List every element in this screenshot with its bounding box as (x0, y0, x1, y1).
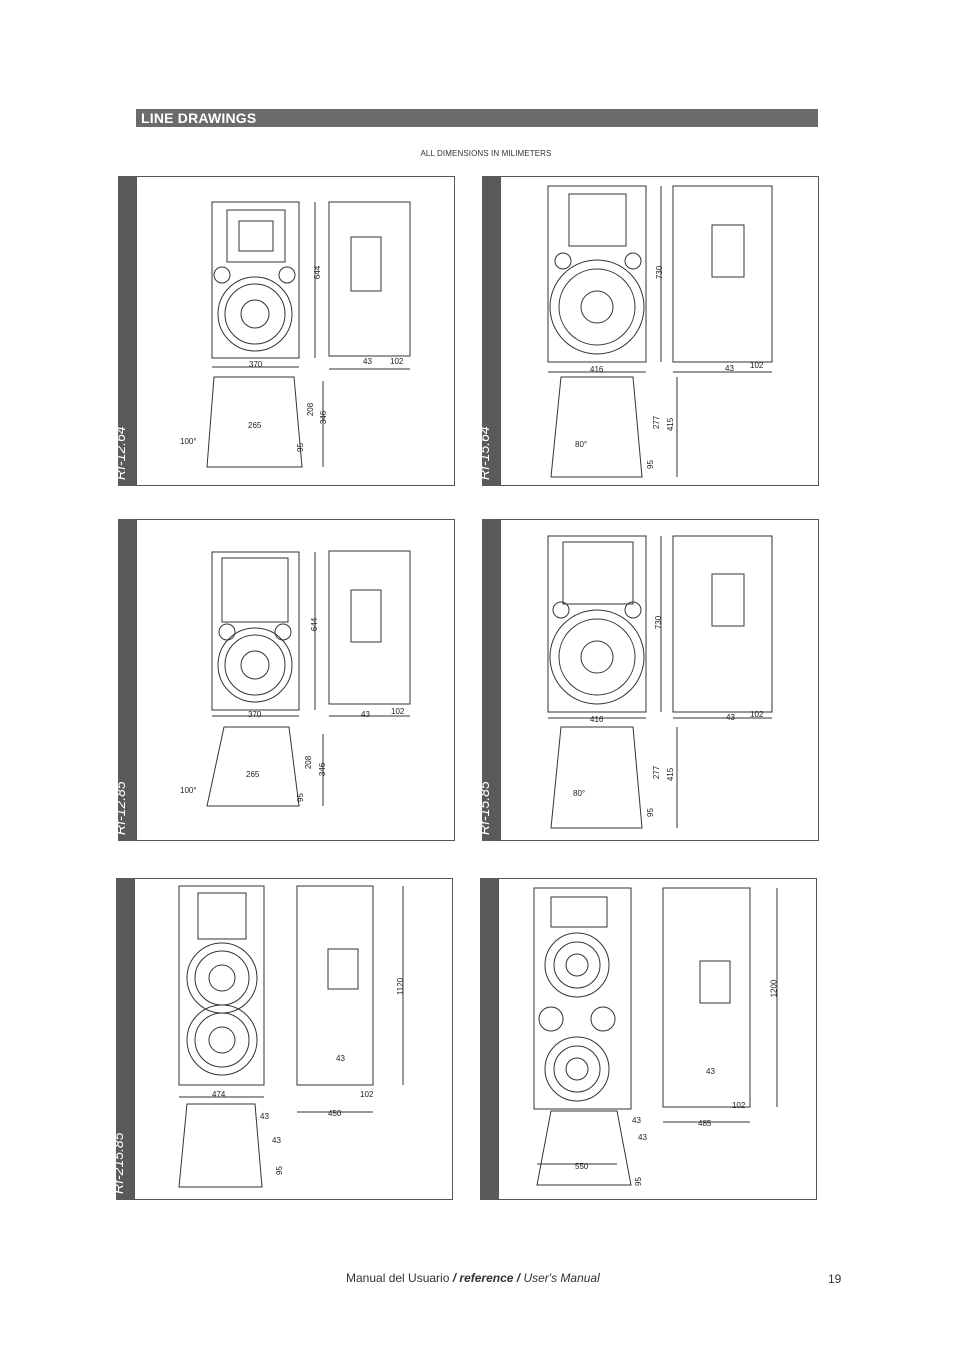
dim-height: 730 (655, 265, 665, 280)
section-title: LINE DRAWINGS (141, 110, 257, 126)
footer-suffix: User's Manual (523, 1271, 600, 1285)
dim-h3: 95 (645, 460, 655, 469)
dim-angle: 100° (180, 786, 197, 795)
dim-depth: 102 (750, 710, 764, 719)
dim-foot: 43 (706, 1067, 715, 1076)
dim-depth: 102 (391, 707, 405, 716)
dim-width: 416 (590, 715, 604, 724)
drawing-panel-rf-215-85 (134, 878, 453, 1200)
dim-h3: 95 (645, 808, 655, 817)
dim-h3: 95 (295, 443, 305, 452)
model-label-bar (480, 878, 499, 1200)
model-label-bar: Rf-12.85 (112, 519, 137, 841)
drawing-panel-rf-12-64 (136, 176, 455, 486)
dim-foot: 43 (726, 713, 735, 722)
dim-depth: 102 (732, 1101, 746, 1110)
dim-h1: 277 (652, 765, 662, 780)
model-label: Rf-15.64 (475, 426, 492, 480)
dim-foot2: 43 (260, 1112, 269, 1121)
dim-h1: 208 (306, 402, 316, 417)
dim-depth: 102 (750, 361, 764, 370)
dim-angle: 80° (573, 789, 586, 798)
dim-h1: 277 (652, 415, 662, 430)
dim-angle: 80° (575, 440, 588, 449)
dimensions-note: ALL DIMENSIONS IN MILIMETERS (420, 149, 552, 158)
dim-base: 450 (328, 1109, 342, 1118)
model-label-bar: Rf-215.85 (110, 878, 135, 1200)
footer-mid: / reference / (449, 1271, 524, 1285)
dim-height: 644 (313, 265, 323, 280)
speaker-line-drawing (547, 185, 773, 478)
dim-height: 644 (310, 617, 320, 632)
drawing-panel-rf-12-85 (136, 519, 455, 841)
dim-foot: 43 (725, 364, 734, 373)
dim-width: 416 (590, 365, 604, 374)
dim-width: 370 (249, 360, 263, 369)
dim-width: 474 (212, 1090, 226, 1099)
section-header-bar: LINE DRAWINGS (136, 109, 818, 127)
dim-foot: 43 (363, 357, 372, 366)
model-label: Rf-12.85 (111, 781, 128, 835)
model-label: Rf-215.85 (109, 1132, 126, 1194)
drawing-panel-rf-15-64 (500, 176, 819, 486)
dim-h2: 415 (666, 767, 676, 782)
dim-width: 370 (248, 710, 262, 719)
dim-h2: 346 (319, 410, 329, 425)
dim-foot2: 43 (632, 1116, 641, 1125)
dim-height: 1120 (396, 977, 406, 996)
dim-height: 730 (654, 615, 664, 630)
model-label-bar: Rf-15.64 (476, 176, 501, 486)
dim-base: 485 (698, 1119, 712, 1128)
dim-h3: 95 (274, 1166, 284, 1175)
dim-bottom: 265 (248, 421, 262, 430)
speaker-line-drawing (206, 550, 411, 807)
dim-foot3: 43 (272, 1136, 281, 1145)
drawing-panel-unnamed (498, 878, 817, 1200)
dim-h3: 95 (295, 793, 305, 802)
dim-h2: 415 (666, 417, 676, 432)
speaker-line-drawing (547, 535, 773, 829)
dim-h2: 346 (318, 762, 328, 777)
dim-bottom: 265 (246, 770, 260, 779)
page-number: 19 (828, 1272, 842, 1286)
speaker-line-drawing (178, 885, 404, 1188)
dim-depth: 102 (390, 357, 404, 366)
dim-width: 550 (575, 1162, 589, 1171)
speaker-line-drawing (533, 887, 778, 1186)
dim-foot: 43 (336, 1054, 345, 1063)
dim-height: 1200 (769, 979, 779, 998)
dim-h3: 95 (633, 1177, 643, 1186)
dim-angle: 100° (180, 437, 197, 446)
speaker-line-drawing (206, 201, 411, 468)
dim-foot3: 43 (638, 1133, 647, 1142)
model-label: Rf-15.85 (475, 781, 492, 835)
dim-depth: 102 (360, 1090, 374, 1099)
model-label-bar: Rf-15.85 (476, 519, 501, 841)
drawing-panel-rf-15-85 (500, 519, 819, 841)
dim-h1: 208 (304, 755, 314, 770)
footer-prefix: Manual del Usuario (346, 1271, 450, 1285)
model-label: Rf-12.64 (111, 426, 128, 480)
dim-foot: 43 (361, 710, 370, 719)
model-label-bar: Rf-12.64 (112, 176, 137, 486)
footer-manual-title: Manual del Usuario / reference / User's … (346, 1271, 600, 1285)
